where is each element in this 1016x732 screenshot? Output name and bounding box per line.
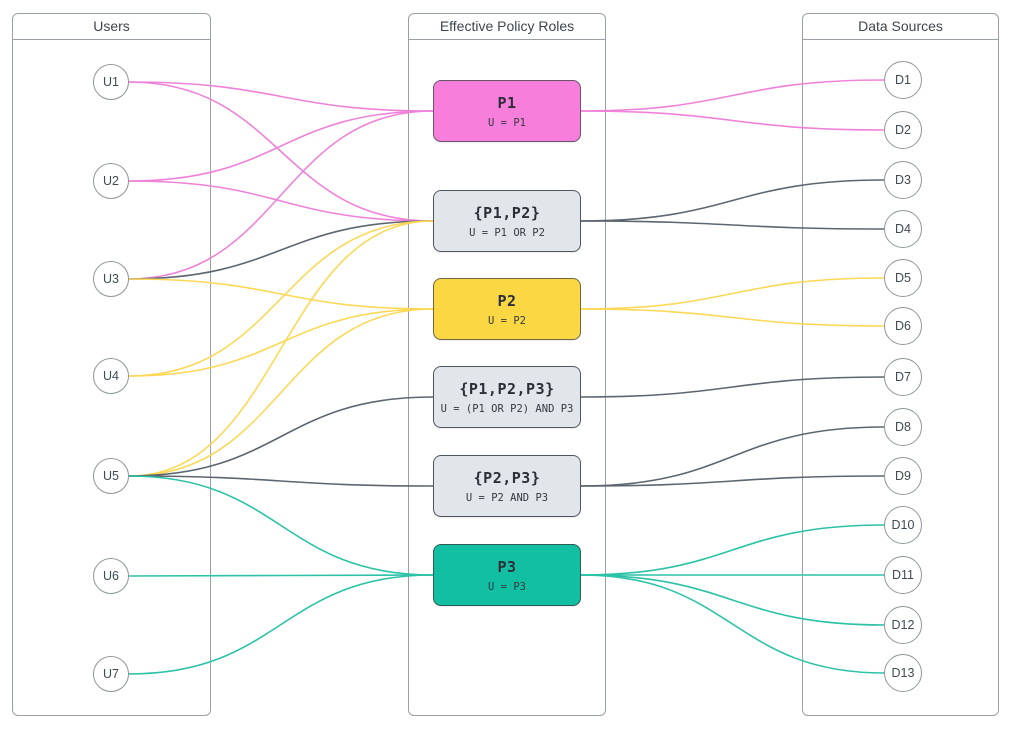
edge-P2P3-D8: [580, 426, 885, 487]
edge-P1-D1: [580, 79, 885, 112]
edge-U5-P3: [128, 475, 434, 576]
roles-lane-title: Effective Policy Roles: [409, 14, 605, 40]
edge-U1-P1: [128, 81, 434, 112]
edge-U5-P2P3: [128, 475, 434, 487]
edge-U4-P1P2: [128, 220, 434, 377]
edge-P2-D5: [580, 277, 885, 310]
edge-U2-P1: [128, 110, 434, 182]
sources-lane-title: Data Sources: [803, 14, 998, 40]
edge-P1P2P3-D7: [580, 376, 885, 398]
edge-U1-P1P2: [128, 81, 434, 222]
edge-U3-P1: [128, 110, 434, 280]
edge-P3-D10: [580, 524, 885, 576]
edge-P2-D6: [580, 308, 885, 327]
edge-U4-P2: [128, 308, 434, 377]
edge-P1P2-D3: [580, 179, 885, 222]
edge-U3-P2: [128, 278, 434, 310]
edge-U6-P3: [128, 574, 434, 577]
edge-P1P2-D4: [580, 220, 885, 230]
edge-U5-P1P2P3: [128, 396, 434, 477]
edge-P1-D2: [580, 110, 885, 131]
edge-U5-P2: [128, 308, 434, 477]
edge-U3-P1P2: [128, 220, 434, 280]
edge-U5-P1P2: [128, 220, 434, 477]
edge-P3-D13: [580, 574, 885, 674]
edge-P2P3-D9: [580, 475, 885, 487]
users-lane-title: Users: [13, 14, 210, 40]
edge-U7-P3: [128, 574, 434, 675]
edge-U2-P1P2: [128, 180, 434, 222]
edge-P3-D12: [580, 574, 885, 626]
